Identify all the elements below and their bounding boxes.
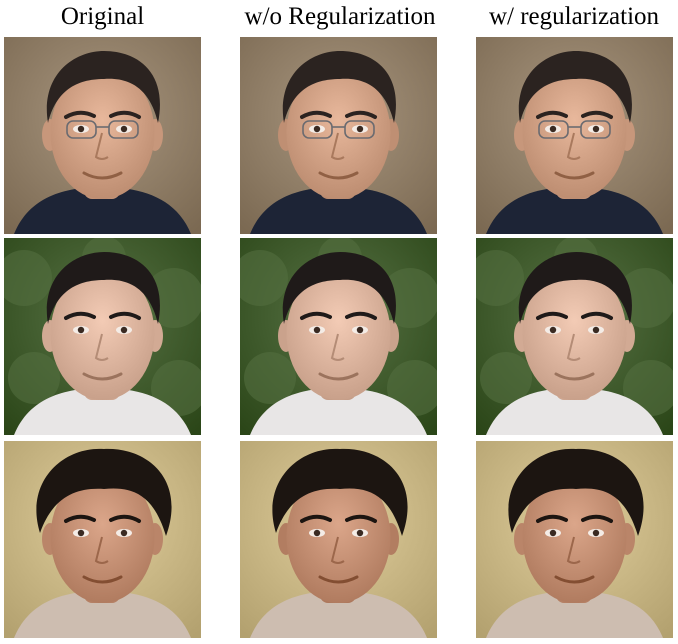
face-image-row-3-original — [4, 441, 201, 638]
face-image-row-1-original — [4, 37, 201, 234]
face-image-row-1-wo-reg — [240, 37, 437, 234]
face-image-row-2-original — [4, 238, 201, 435]
column-header-original: Original — [60, 3, 145, 30]
column-header-wo-regularization: w/o Regularization — [244, 3, 436, 30]
column-header-w-regularization: w/ regularization — [488, 3, 660, 30]
face-image-row-3-w-reg — [476, 441, 673, 638]
face-image-row-2-wo-reg — [240, 238, 437, 435]
face-image-row-2-w-reg — [476, 238, 673, 435]
face-image-row-1-w-reg — [476, 37, 673, 234]
face-image-row-3-wo-reg — [240, 441, 437, 638]
